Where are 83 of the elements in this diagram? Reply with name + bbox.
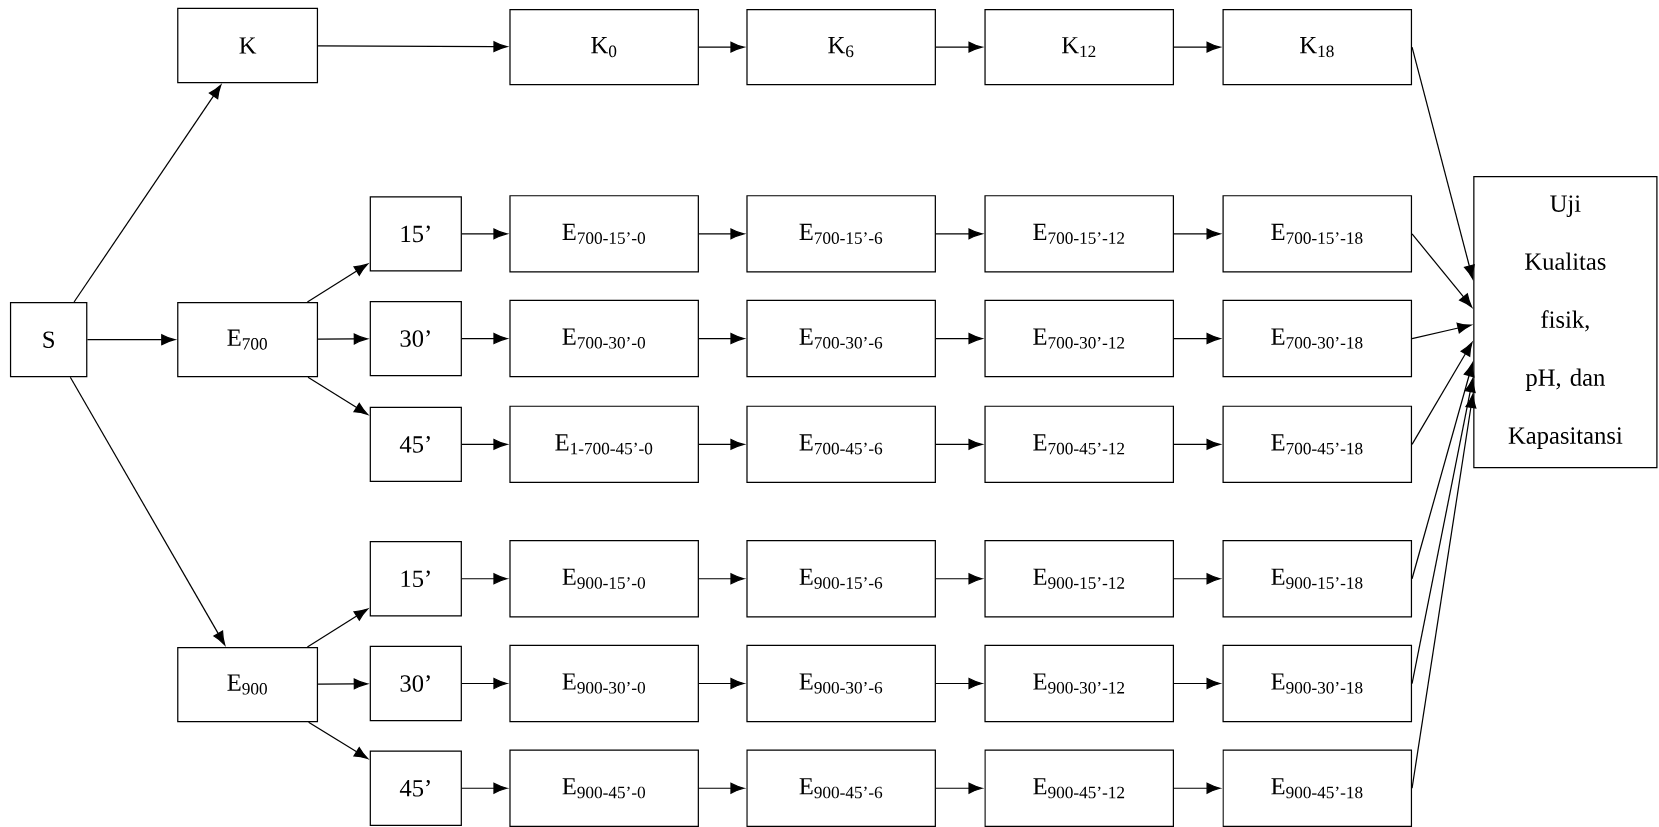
- arrow: [1411, 378, 1476, 685]
- arrow: [1411, 362, 1475, 580]
- process-box: E$_{900-30’-0}$: [509, 644, 699, 723]
- process-box: E$_{700-15’-6}$: [746, 195, 936, 273]
- process-box: E$_{900-45’-12}$: [984, 749, 1174, 827]
- arrow: [935, 41, 983, 53]
- process-box: K$_{6}$: [746, 8, 936, 86]
- arrow: [1411, 342, 1473, 445]
- process-box: E$_{700-30’-6}$: [746, 299, 936, 378]
- process-box: Uji Kualitas fisik, pH, dan Kapasitansi: [1473, 176, 1658, 469]
- arrow: [1173, 333, 1221, 345]
- arrow: [935, 782, 983, 794]
- process-box: E$_{700-15’-0}$: [509, 195, 699, 273]
- arrow: [461, 573, 508, 585]
- process-box: E$_{700}$: [177, 302, 319, 378]
- arrow: [308, 721, 369, 760]
- arrow: [86, 334, 176, 346]
- process-box: 30’: [369, 300, 462, 377]
- process-box: 15’: [369, 196, 462, 272]
- process-box: 45’: [369, 406, 462, 482]
- arrow: [1173, 438, 1221, 450]
- process-box: E$_{900-15’-12}$: [984, 540, 1174, 618]
- arrow: [1173, 782, 1221, 794]
- process-box: E$_{900-15’-0}$: [509, 540, 699, 618]
- process-box: E$_{900-45’-0}$: [509, 749, 699, 827]
- process-box: 15’: [369, 541, 462, 617]
- process-box: E$_{1-700-45’-0}$: [509, 405, 699, 484]
- arrow: [1411, 322, 1472, 340]
- process-box: E$_{700-30’-0}$: [509, 299, 699, 378]
- process-box: E$_{900-30’-6}$: [746, 644, 936, 723]
- process-box: 45’: [369, 750, 462, 826]
- process-box: E$_{700-30’-12}$: [984, 299, 1174, 378]
- arrow: [461, 228, 508, 240]
- arrow: [317, 678, 368, 690]
- arrow: [317, 333, 368, 345]
- process-box: E$_{900-15’-6}$: [746, 540, 936, 618]
- arrow: [698, 573, 745, 585]
- arrow: [461, 782, 508, 794]
- arrow: [461, 438, 508, 450]
- arrow: [306, 263, 369, 303]
- arrow: [698, 677, 745, 690]
- arrow: [461, 333, 508, 345]
- process-box: K$_{12}$: [984, 8, 1174, 86]
- process-box: E$_{700-45’-18}$: [1222, 405, 1413, 484]
- process-box: K: [177, 7, 319, 84]
- arrow: [1411, 233, 1473, 308]
- arrow: [1411, 393, 1477, 789]
- arrow: [935, 573, 983, 585]
- process-box: K$_{18}$: [1222, 8, 1413, 86]
- arrow: [935, 228, 983, 240]
- arrow: [698, 41, 745, 53]
- process-box: E$_{900-45’-18}$: [1222, 749, 1413, 827]
- arrow: [698, 782, 745, 794]
- process-box: E$_{700-30’-18}$: [1222, 299, 1413, 378]
- process-box: E$_{900-15’-18}$: [1222, 540, 1413, 618]
- process-box: E$_{900-30’-18}$: [1222, 644, 1413, 723]
- arrow: [306, 608, 369, 648]
- arrow: [1173, 41, 1221, 53]
- process-box: E$_{900-45’-6}$: [746, 749, 936, 827]
- process-box: 30’: [369, 645, 462, 722]
- arrow: [1173, 228, 1221, 240]
- arrow: [461, 677, 508, 690]
- process-box: K$_{0}$: [509, 8, 699, 86]
- process-box: S: [9, 302, 88, 378]
- arrow: [698, 438, 745, 450]
- arrow: [935, 677, 983, 690]
- arrow: [1173, 573, 1221, 585]
- arrow: [935, 438, 983, 450]
- arrow: [935, 333, 983, 345]
- arrow: [73, 84, 222, 303]
- process-box: E$_{900-30’-12}$: [984, 644, 1174, 723]
- process-box: E$_{700-45’-12}$: [984, 405, 1174, 484]
- arrow: [1411, 46, 1475, 280]
- arrow: [317, 41, 508, 53]
- process-box: E$_{900}$: [177, 646, 319, 723]
- arrow: [69, 376, 226, 646]
- process-box: E$_{700-15’-18}$: [1222, 195, 1413, 273]
- arrow: [698, 333, 745, 345]
- arrow: [307, 376, 369, 415]
- arrow: [698, 228, 745, 240]
- process-box: E$_{700-15’-12}$: [984, 195, 1174, 273]
- process-box: E$_{700-45’-6}$: [746, 405, 936, 484]
- arrow: [1173, 677, 1221, 690]
